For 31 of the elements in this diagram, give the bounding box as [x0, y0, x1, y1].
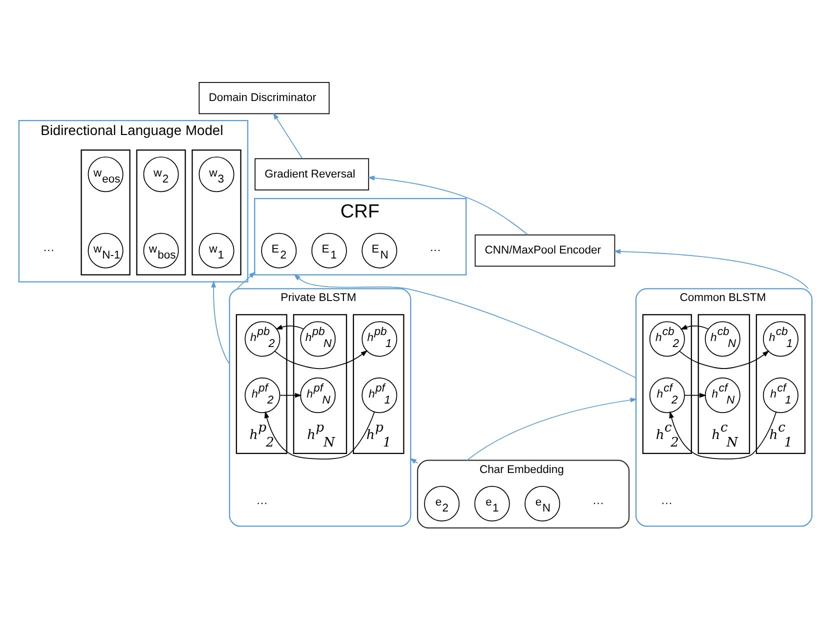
arrow — [274, 350, 368, 369]
cluster — [192, 149, 242, 275]
node-box: Gradient Reversal — [254, 158, 370, 190]
node-box: CNN/MaxPool Encoder — [474, 234, 616, 266]
arrow — [236, 271, 256, 289]
arrow — [679, 350, 770, 368]
arrow — [280, 392, 302, 398]
arrow — [614, 248, 809, 289]
arrow — [264, 410, 375, 459]
arrow — [669, 410, 777, 459]
arrow — [684, 392, 706, 398]
label: ··· — [430, 244, 441, 256]
arrow — [276, 324, 304, 329]
cluster — [136, 149, 186, 275]
arrow — [368, 175, 528, 235]
label: ··· — [256, 497, 268, 510]
cluster — [642, 314, 692, 454]
cluster — [80, 149, 130, 275]
arrow — [272, 112, 303, 158]
cluster — [756, 314, 806, 454]
arrow — [410, 458, 418, 464]
label: ··· — [43, 244, 54, 256]
arrow — [466, 397, 638, 460]
cluster — [352, 314, 404, 454]
arrow — [294, 274, 636, 378]
arrow — [680, 324, 709, 329]
label: ··· — [661, 497, 672, 510]
arrow — [211, 280, 230, 364]
node-box: Domain Discriminator — [198, 82, 330, 114]
label: ··· — [592, 497, 604, 510]
cluster — [236, 314, 288, 454]
